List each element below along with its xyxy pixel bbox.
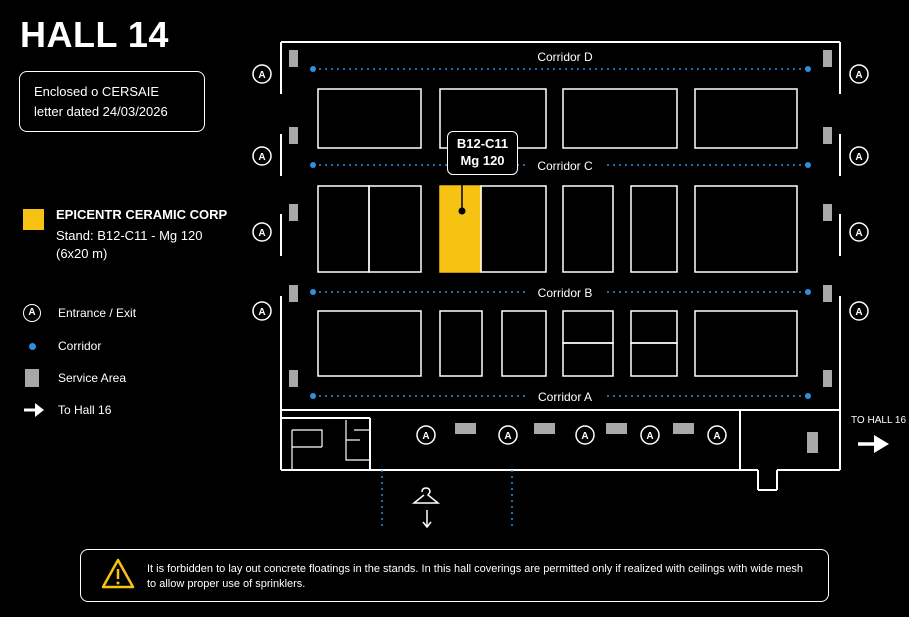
arrow-right-icon bbox=[24, 403, 44, 417]
to-hall-16-label: TO HALL 16 bbox=[851, 415, 907, 426]
bottom-wall-segments bbox=[375, 409, 708, 471]
legend-to-hall-label: To Hall 16 bbox=[58, 403, 112, 417]
stand[interactable] bbox=[562, 185, 614, 273]
stand[interactable] bbox=[630, 185, 678, 273]
stand[interactable] bbox=[562, 310, 614, 344]
entrances: A A A A A A A A A A A A A bbox=[252, 64, 869, 445]
stand[interactable] bbox=[562, 342, 614, 377]
stand[interactable] bbox=[439, 310, 483, 377]
entrance-icon[interactable]: A bbox=[646, 431, 653, 442]
stand-line-1: Stand: B12-C11 - Mg 120 bbox=[56, 228, 203, 243]
corridor-label-b: Corridor B bbox=[538, 286, 593, 300]
stand[interactable] bbox=[317, 185, 370, 273]
entrance-icon[interactable]: A bbox=[581, 431, 588, 442]
stand-line-2: (6x20 m) bbox=[56, 246, 108, 261]
entrance-icon[interactable]: A bbox=[422, 431, 429, 442]
corridor-label-c: Corridor C bbox=[537, 159, 593, 173]
legend-service-label: Service Area bbox=[58, 371, 127, 385]
entrance-icon[interactable]: A bbox=[713, 431, 720, 442]
stand[interactable] bbox=[694, 310, 798, 377]
legend-corridor-label: Corridor bbox=[58, 339, 102, 353]
stand[interactable] bbox=[562, 88, 678, 149]
stand[interactable] bbox=[630, 342, 678, 377]
entrance-icon[interactable]: A bbox=[855, 307, 862, 318]
exhibitor-stand: Stand: B12-C11 - Mg 120 (6x20 m) bbox=[56, 227, 202, 263]
callout-stand-code: B12-C11 bbox=[456, 136, 509, 151]
entrance-icon[interactable]: A bbox=[258, 307, 265, 318]
stand-b12-c11-highlight[interactable] bbox=[439, 185, 482, 273]
hall-title: HALL 14 bbox=[20, 14, 169, 55]
entrance-icon[interactable]: A bbox=[855, 70, 862, 81]
entrance-icon[interactable]: A bbox=[855, 152, 862, 163]
entrance-icon[interactable]: A bbox=[504, 431, 511, 442]
arrow-right-icon bbox=[858, 435, 889, 453]
stand-callout: B12-C11 Mg 120 bbox=[447, 131, 518, 175]
entrance-icon[interactable]: A bbox=[258, 228, 265, 239]
wall-openings bbox=[279, 94, 842, 296]
note-box: Enclosed o CERSAIE letter dated 24/03/20… bbox=[19, 71, 205, 132]
warning-icon bbox=[101, 558, 135, 589]
legend-entrance-label: Entrance / Exit bbox=[58, 306, 137, 320]
service-areas bbox=[289, 50, 832, 453]
location-pin-icon bbox=[458, 207, 466, 215]
note-text: Enclosed o CERSAIE letter dated 24/03/20… bbox=[34, 84, 168, 119]
stand[interactable] bbox=[368, 185, 422, 273]
callout-stand-number: Mg 120 bbox=[460, 153, 505, 168]
entrance-icon: A bbox=[23, 304, 41, 322]
corridor-endpoints bbox=[310, 66, 811, 399]
stand[interactable] bbox=[480, 185, 547, 273]
cloakroom-icon bbox=[411, 487, 441, 529]
stand[interactable] bbox=[694, 88, 798, 149]
warning-box: It is forbidden to lay out concrete floa… bbox=[80, 549, 829, 602]
stand[interactable] bbox=[317, 310, 422, 377]
stand[interactable] bbox=[317, 88, 422, 149]
corridor-label-d: Corridor D bbox=[537, 50, 593, 64]
stands bbox=[317, 88, 798, 377]
stand[interactable] bbox=[501, 310, 547, 377]
stand-color-swatch bbox=[23, 209, 44, 230]
corridor-dot-icon bbox=[29, 343, 36, 350]
entrance-icon[interactable]: A bbox=[258, 70, 265, 81]
hall-outline bbox=[280, 41, 841, 491]
stand[interactable] bbox=[630, 310, 678, 344]
service-area-icon bbox=[25, 369, 39, 387]
warning-text: It is forbidden to lay out concrete floa… bbox=[147, 563, 804, 590]
entrance-icon[interactable]: A bbox=[258, 152, 265, 163]
entrance-icon[interactable]: A bbox=[855, 228, 862, 239]
corridor-label-a: Corridor A bbox=[538, 390, 592, 404]
stand[interactable] bbox=[694, 185, 798, 273]
exhibitor-name: EPICENTR CERAMIC CORP bbox=[56, 207, 228, 222]
service-rooms bbox=[291, 420, 370, 470]
